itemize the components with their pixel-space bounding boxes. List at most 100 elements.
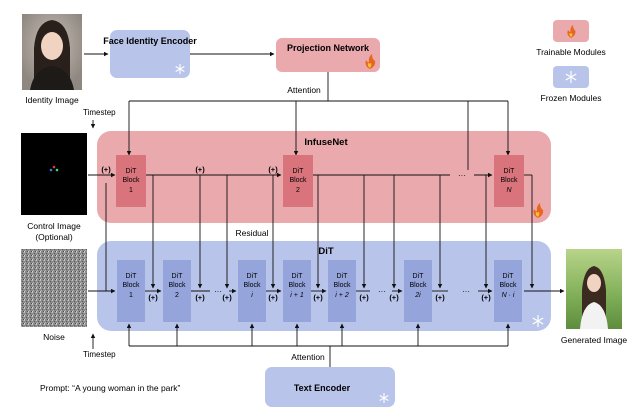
dit-block-2-index: 2 <box>175 292 179 299</box>
flame-icon <box>533 203 544 218</box>
attention-label-top: Attention <box>287 85 321 95</box>
dit-block-2-line2: Block <box>168 282 186 289</box>
infusenet-block-1-box <box>116 155 146 207</box>
dynamic-layer: DiTBlock1DiTBlock2DiTBlockN···(+)DiTBloc… <box>101 155 535 346</box>
dit-block-6-box <box>404 260 432 322</box>
infusenet-block-3-line2: Block <box>500 177 518 184</box>
control-image-label: Control Image <box>27 221 81 231</box>
snowflake-icon <box>175 64 185 74</box>
dit-block-4-index: i + 1 <box>290 292 304 299</box>
infusenet-block-1: DiT Block 1 <box>116 155 146 207</box>
infusenet-block-3-line1: DiT <box>504 168 516 175</box>
infusenet-block-2-line2: Block <box>289 177 307 184</box>
dit-block-7-line1: DiT <box>503 273 515 280</box>
dit-block-3-line2: Block <box>243 282 261 289</box>
connectors <box>84 51 565 367</box>
dit-plus-2: (+) <box>195 293 205 302</box>
dit-block-7-index: N · i <box>502 292 515 299</box>
dit-plus-7: (+) <box>389 293 399 302</box>
infusenet-plus-a: (+) <box>268 165 278 174</box>
dit-block-5-box <box>328 260 356 322</box>
dit-block-3-index: i <box>251 292 253 299</box>
snowflake-icon <box>565 71 577 83</box>
dit-plus-5: (+) <box>313 293 323 302</box>
infusenet-plus-b: (+) <box>195 165 205 174</box>
dit-ellipsis-1: ··· <box>214 287 222 296</box>
control-image-optional: (Optional) <box>35 232 72 242</box>
dit-block-4: DiT Block i + 1 <box>283 260 311 322</box>
dit-block-1-line1: DiT <box>126 273 138 280</box>
snowflake-icon <box>379 393 389 403</box>
dit-block-2-line1: DiT <box>172 273 184 280</box>
dit-block-5-index: i + 2 <box>335 292 349 299</box>
dit-block-6: DiT Block 2i <box>404 260 432 322</box>
dit-block-1-box <box>117 260 145 322</box>
dit-plus-3: (+) <box>222 293 232 302</box>
infusenet-block-2-index: 2 <box>296 187 300 194</box>
dit-block-7: DiT Block N · i <box>494 260 522 322</box>
dit-block-1-line2: Block <box>122 282 140 289</box>
dit-block-6-index: 2i <box>414 292 421 299</box>
infusenet-block-2-line1: DiT <box>293 168 305 175</box>
dit-block-5-line2: Block <box>333 282 351 289</box>
projection-title: Projection Network <box>287 43 370 53</box>
text-encoder: Text Encoder <box>265 367 395 407</box>
timestep-label-bottom: Timestep <box>83 350 116 359</box>
infusenet-block-3-box <box>494 155 524 207</box>
infusenet-block-1-line1: DiT <box>126 168 138 175</box>
projection-network: Projection Network <box>276 38 380 72</box>
dit-block-1: DiT Block 1 <box>117 260 145 322</box>
dit-block-7-box <box>494 260 522 322</box>
dit-block-1-index: 1 <box>129 292 133 299</box>
legend: Trainable Modules Frozen Modules <box>536 20 606 103</box>
infusenet-module: InfuseNet <box>97 131 551 223</box>
infusenet-ellipsis: ··· <box>458 171 466 180</box>
prompt-label: Prompt: “A young woman in the park” <box>40 383 180 393</box>
timestep-label-top: Timestep <box>83 108 116 117</box>
dit-block-3-line1: DiT <box>247 273 259 280</box>
dit-block-4-line1: DiT <box>292 273 304 280</box>
dit-ellipsis-2: ··· <box>378 287 386 296</box>
infusenet-block-2: DiT Block 2 <box>283 155 313 207</box>
identity-image-label: Identity Image <box>25 95 79 105</box>
identity-image <box>22 14 82 90</box>
attention-label-bottom: Attention <box>291 352 325 362</box>
dit-plus-8: (+) <box>435 293 445 302</box>
legend-frozen-label: Frozen Modules <box>541 93 602 103</box>
legend-trainable-label: Trainable Modules <box>536 47 606 57</box>
infusenet-block-1-line2: Block <box>122 177 140 184</box>
infusenet-block-1-index: 1 <box>129 187 133 194</box>
dit-block-2-box <box>163 260 191 322</box>
generated-image-label: Generated Image <box>561 335 627 345</box>
text-encoder-title: Text Encoder <box>294 383 351 393</box>
dit-plus-9: (+) <box>481 293 491 302</box>
dit-module: DiT <box>97 241 551 331</box>
dit-block-6-line2: Block <box>409 282 427 289</box>
dit-ellipsis-3: ··· <box>462 287 470 296</box>
dit-block-5-line1: DiT <box>337 273 349 280</box>
infusenet-input-plus: (+) <box>101 165 111 174</box>
dit-block-3: DiT Block i <box>238 260 266 322</box>
infusenet-block-2-box <box>283 155 313 207</box>
control-image <box>21 133 87 215</box>
infusenet-title: InfuseNet <box>304 137 348 148</box>
flame-icon <box>365 54 376 69</box>
generated-image <box>566 249 622 329</box>
residual-label: Residual <box>235 228 268 238</box>
dit-block-4-box <box>283 260 311 322</box>
dit-title: DiT <box>318 246 334 257</box>
dit-block-3-box <box>238 260 266 322</box>
dit-plus-1: (+) <box>148 293 158 302</box>
face-encoder-title: Face Identity Encoder <box>103 36 197 46</box>
dit-plus-6: (+) <box>359 293 369 302</box>
dit-block-4-line2: Block <box>288 282 306 289</box>
dit-block-2: DiT Block 2 <box>163 260 191 322</box>
infusenet-block-3-index: N <box>506 187 512 194</box>
snowflake-icon <box>532 315 544 327</box>
dit-block-7-line2: Block <box>499 282 517 289</box>
flame-icon <box>567 25 576 38</box>
dit-plus-4: (+) <box>268 293 278 302</box>
dit-block-6-line1: DiT <box>413 273 425 280</box>
